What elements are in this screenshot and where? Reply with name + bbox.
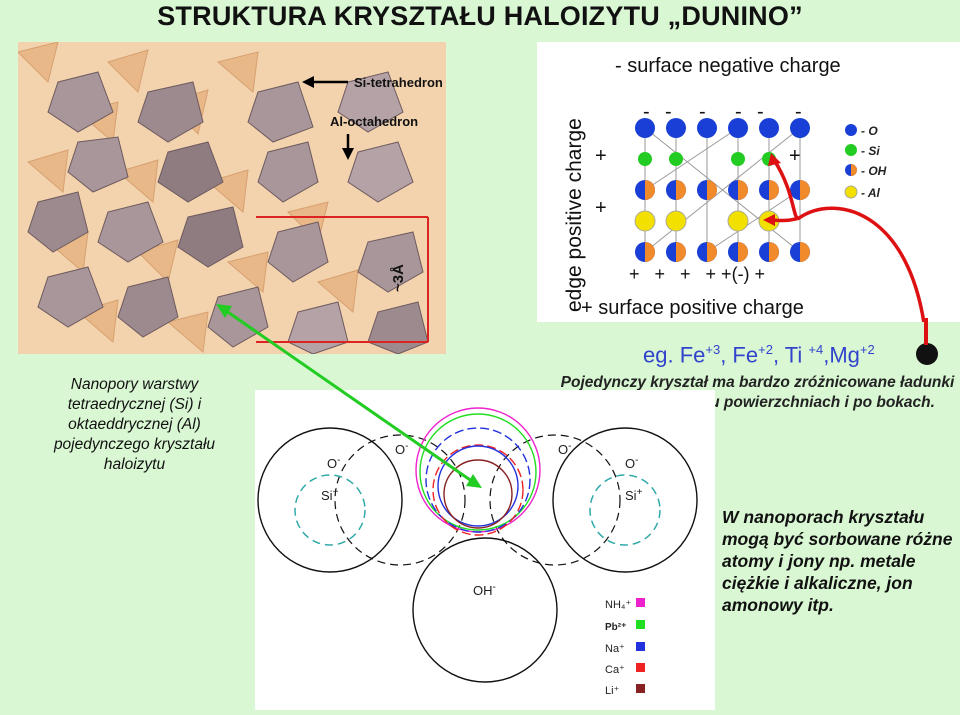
ion-swatch xyxy=(636,620,645,629)
ion-legend: NH₄⁺ Pb²⁺ Na⁺ Ca⁺ Li⁺ xyxy=(605,598,645,697)
sorption-panel: O- O- O- O- Si+ Si+ OH- NH₄⁺ Pb²⁺ Na⁺ Ca… xyxy=(255,390,715,710)
lattice-atom-o xyxy=(697,118,717,138)
top-minus-signs: - - - - - - xyxy=(643,101,802,123)
legend-al-label: - Al xyxy=(861,186,881,200)
si-pointer-head xyxy=(302,76,314,88)
legend-si-swatch xyxy=(845,144,857,156)
ion-swatch xyxy=(636,598,645,607)
ion-swatch xyxy=(636,684,645,693)
lattice-atom-o xyxy=(790,118,810,138)
dimension-label: ~3Å xyxy=(390,264,407,292)
minus-sign: - xyxy=(699,101,706,123)
sorption-caption: W nanoporach kryształu mogą być sorbowan… xyxy=(722,507,953,615)
edge-plus-sign: + xyxy=(789,145,801,167)
atom-circles xyxy=(257,427,698,683)
lattice-atom-si xyxy=(638,152,652,166)
lattice-atom-oh-half xyxy=(769,242,779,262)
hydroxyl-label: OH- xyxy=(473,582,496,598)
lattice-atom-oh-half xyxy=(769,180,779,200)
lattice-atoms xyxy=(634,118,810,262)
connector-endpoint xyxy=(916,343,938,365)
lattice-atom-oh-half xyxy=(676,180,686,200)
oxygen-dashed-circles xyxy=(334,434,621,566)
silicon-circles xyxy=(294,474,661,546)
lattice-atom-oh-half xyxy=(676,242,686,262)
sorption-diagram: O- O- O- O- Si+ Si+ OH- NH₄⁺ Pb²⁺ Na⁺ Ca… xyxy=(257,407,698,697)
ion-label: Na⁺ xyxy=(605,643,625,655)
legend-oh-half xyxy=(851,164,857,176)
ion-label: Ca⁺ xyxy=(605,664,625,676)
oxygen-label: O- xyxy=(395,441,408,457)
nanopore-caption: Nanopory warstwy tetraedrycznej (Si) i o… xyxy=(53,376,216,473)
al-octahedron-label: Al-octahedron xyxy=(330,114,418,129)
charge-diagram-panel: - surface negative charge + surface posi… xyxy=(537,42,960,351)
ion-label: Pb²⁺ xyxy=(605,622,626,633)
lattice-atom-o xyxy=(728,118,748,138)
edge-positive-label: edge positive charge xyxy=(563,118,586,312)
atom-legend: - O - Si - OH - Al xyxy=(844,124,887,200)
lattice-atom-al xyxy=(665,210,687,232)
lattice-atom-oh-half xyxy=(645,180,655,200)
edge-plus-sign: + xyxy=(595,145,607,167)
connector-line-outside xyxy=(924,318,928,345)
lattice-atom-oh-half xyxy=(800,242,810,262)
minus-sign: - xyxy=(643,101,650,123)
lattice-atom-oh-half xyxy=(738,242,748,262)
minus-sign: - xyxy=(735,101,742,123)
lattice-atom-o xyxy=(759,118,779,138)
connector-line xyxy=(772,159,929,351)
oxygen-label: O- xyxy=(327,455,340,471)
lattice-atom-oh-half xyxy=(707,242,717,262)
oxygen-label: O- xyxy=(625,455,638,471)
legend-oh-label: - OH xyxy=(861,164,887,178)
lattice-atom-o xyxy=(666,118,686,138)
lattice-atom-oh-half xyxy=(645,242,655,262)
connector-arrowhead xyxy=(768,153,781,166)
legend-al-swatch xyxy=(844,185,858,199)
lattice-atom-oh-half xyxy=(800,180,810,200)
legend-o-label: - O xyxy=(861,124,878,138)
al-pointer-head xyxy=(342,148,354,160)
si-tetrahedron-label: Si-tetrahedron xyxy=(354,75,443,90)
silicon-label: Si+ xyxy=(321,487,339,503)
ion-swatch xyxy=(636,663,645,672)
silicon-label: Si+ xyxy=(625,487,643,503)
ion-label: Li⁺ xyxy=(605,685,620,697)
lattice-atom-oh-half xyxy=(707,180,717,200)
minus-sign: - xyxy=(757,101,764,123)
lattice-atom-al xyxy=(727,210,749,232)
lattice-atom-si xyxy=(669,152,683,166)
surface-negative-label: - surface negative charge xyxy=(615,55,841,77)
lattice-atom-si xyxy=(731,152,745,166)
edge-plus-sign: + xyxy=(595,197,607,219)
connector-branch-head xyxy=(763,214,775,226)
example-ions: eg. Fe+3, Fe+2, Ti +4,Mg+2 xyxy=(643,342,875,368)
lattice-atom-al xyxy=(634,210,656,232)
oxygen-label: O- xyxy=(558,441,571,457)
page-title: STRUKTURA KRYSZTAŁU HALOIZYTU „DUNINO” xyxy=(157,1,803,31)
lattice-atom-o xyxy=(635,118,655,138)
ion-circles xyxy=(415,407,541,536)
crystal-structure-illustration: Si-tetrahedron Al-octahedron ~3Å xyxy=(18,42,443,354)
minus-sign: - xyxy=(795,101,802,123)
surface-positive-label: + surface positive charge xyxy=(581,297,804,319)
legend-o-swatch xyxy=(845,124,857,136)
minus-sign: - xyxy=(665,101,672,123)
lattice-atom-oh-half xyxy=(738,180,748,200)
charge-diagram: - surface negative charge + surface posi… xyxy=(563,55,929,351)
legend-si-label: - Si xyxy=(861,144,880,158)
bottom-plus-signs: + + + + +(-) + xyxy=(629,264,765,284)
ion-swatch xyxy=(636,642,645,651)
crystal-structure-panel: Si-tetrahedron Al-octahedron ~3Å xyxy=(18,42,446,354)
ion-label: NH₄⁺ xyxy=(605,599,631,611)
